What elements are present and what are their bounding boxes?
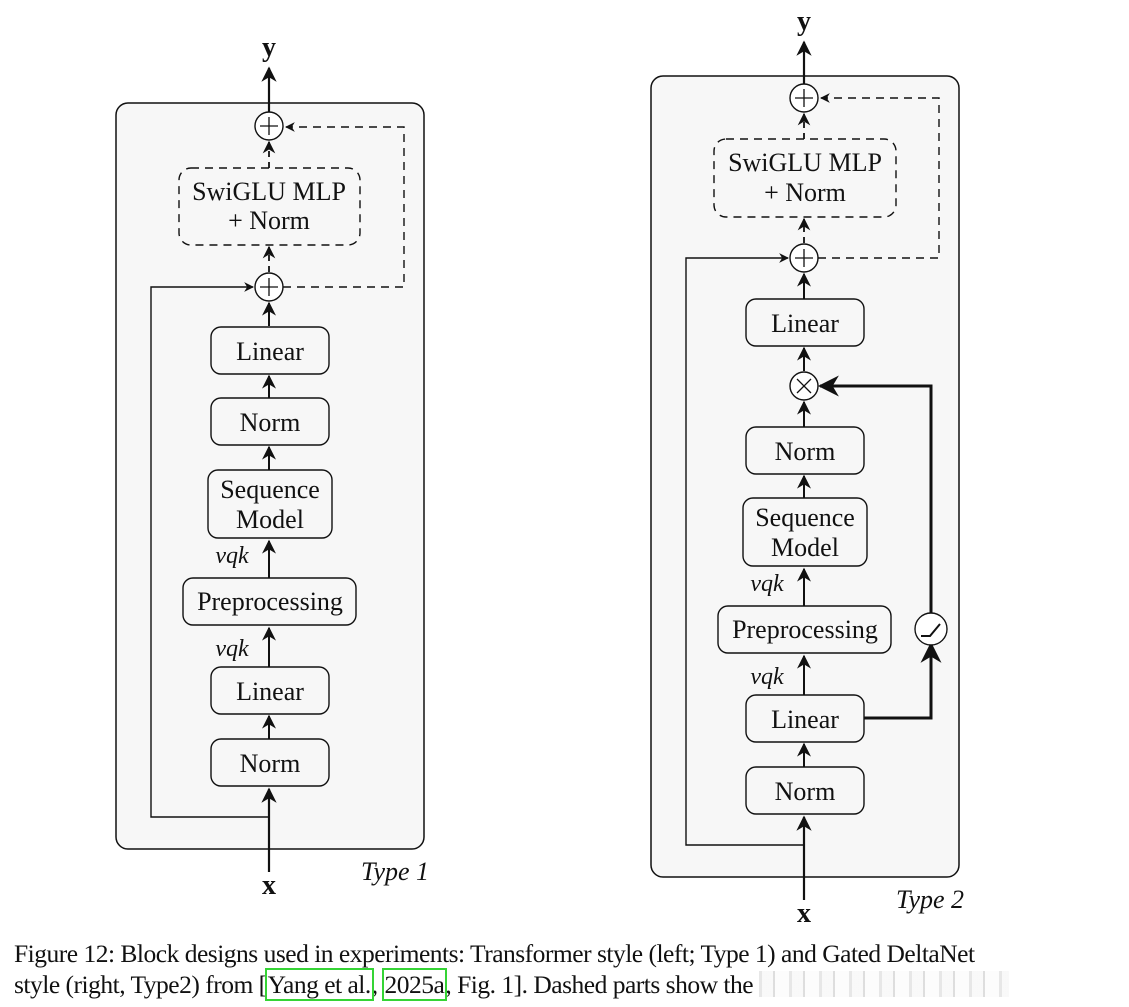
type1-seq-line1: Sequence [220,475,320,504]
type1-block-preprocessing [182,577,357,626]
type1-mlp-line2: + Norm [228,206,310,235]
caption-text: style (right, Type2) from [ [14,970,267,999]
type1-input-label: x [262,870,276,901]
type1-block-norm-bottom-label: Norm [240,749,301,778]
type2-block-sequence-model [742,497,868,567]
type2-dashed-residual [818,93,940,259]
type1-output-label: y [262,32,276,63]
type2-preprocessing-label: Preprocessing [732,615,878,644]
figure-diagram: y SwiGLU MLP + Norm Linear Norm Sequence [115,6,964,929]
type2-caption-label: Type 2 [896,885,964,914]
type2-gate-path-top [817,375,933,614]
plus-icon [260,117,278,135]
type1-block-linear-bottom-label: Linear [236,677,304,706]
type1-caption-label: Type 1 [361,857,429,886]
type2-block-norm-bottom [745,766,865,815]
type1-preprocessing-label: Preprocessing [197,587,343,616]
type1-seq-line2: Model [236,505,304,534]
type2-block-linear-bottom-label: Linear [771,705,839,734]
type1-block-linear-bottom [210,666,330,715]
type1-block-norm-top [210,397,330,446]
type2-seq-line1: Sequence [755,503,855,532]
type2-block-linear-top [745,298,865,347]
caption-text-post: , Fig. 1]. Dashed parts show the [445,970,754,999]
citation-year-link[interactable]: 2025a [381,968,448,1001]
type2-skip-connection [685,253,804,846]
plus-icon [260,278,278,296]
type1-diagram: y SwiGLU MLP + Norm Linear Norm Sequence [115,32,429,901]
type2-block-norm-bottom-label: Norm [775,777,836,806]
type1-block-norm-bottom [210,738,330,787]
type2-vqk-label-lower: vqk [750,664,784,690]
type2-output-label: y [797,6,811,37]
type2-block-norm-top-label: Norm [775,437,836,466]
caption-line-1: Figure 12: Block designs used in experim… [14,939,975,968]
figure-caption: Figure 12: Block designs used in experim… [14,938,1124,1001]
type2-diagram: y SwiGLU MLP + Norm Linear Norm [650,6,964,929]
type2-gate-path [864,641,942,720]
type2-block-linear-bottom [745,694,865,743]
obscured-text [758,971,1009,997]
type2-block-linear-top-label: Linear [771,309,839,338]
type2-input-label: x [797,898,811,929]
times-icon [796,378,812,394]
caption-sep: , [371,970,378,999]
plus-icon [795,249,813,267]
type1-dashed-residual [283,122,405,288]
type2-mlp-line1: SwiGLU MLP [728,148,882,177]
type2-mlp-block [713,138,897,218]
citation-author-link[interactable]: Yang et al. [264,968,374,1001]
type1-mlp-block [178,167,361,246]
caption-line-2: style (right, Type2) from [Yang et al. , … [14,968,1124,1001]
type1-mlp-line1: SwiGLU MLP [192,177,346,206]
type2-block-preprocessing [717,605,892,654]
type2-seq-line2: Model [771,533,839,562]
type1-vqk-label-upper: vqk [215,543,249,569]
activation-icon [921,623,941,637]
type1-block-linear-top-label: Linear [236,337,304,366]
type2-vqk-label-upper: vqk [750,571,784,597]
type1-block-norm-top-label: Norm [240,408,301,437]
type1-block-linear-top [210,326,330,375]
type1-vqk-label-lower: vqk [215,636,249,662]
plus-icon [795,89,813,107]
type1-block-sequence-model [207,469,333,539]
type2-block-norm-top [745,426,865,475]
type1-skip-connection [150,282,269,818]
type2-gate-activation [914,612,948,646]
type2-mlp-line2: + Norm [764,178,846,207]
